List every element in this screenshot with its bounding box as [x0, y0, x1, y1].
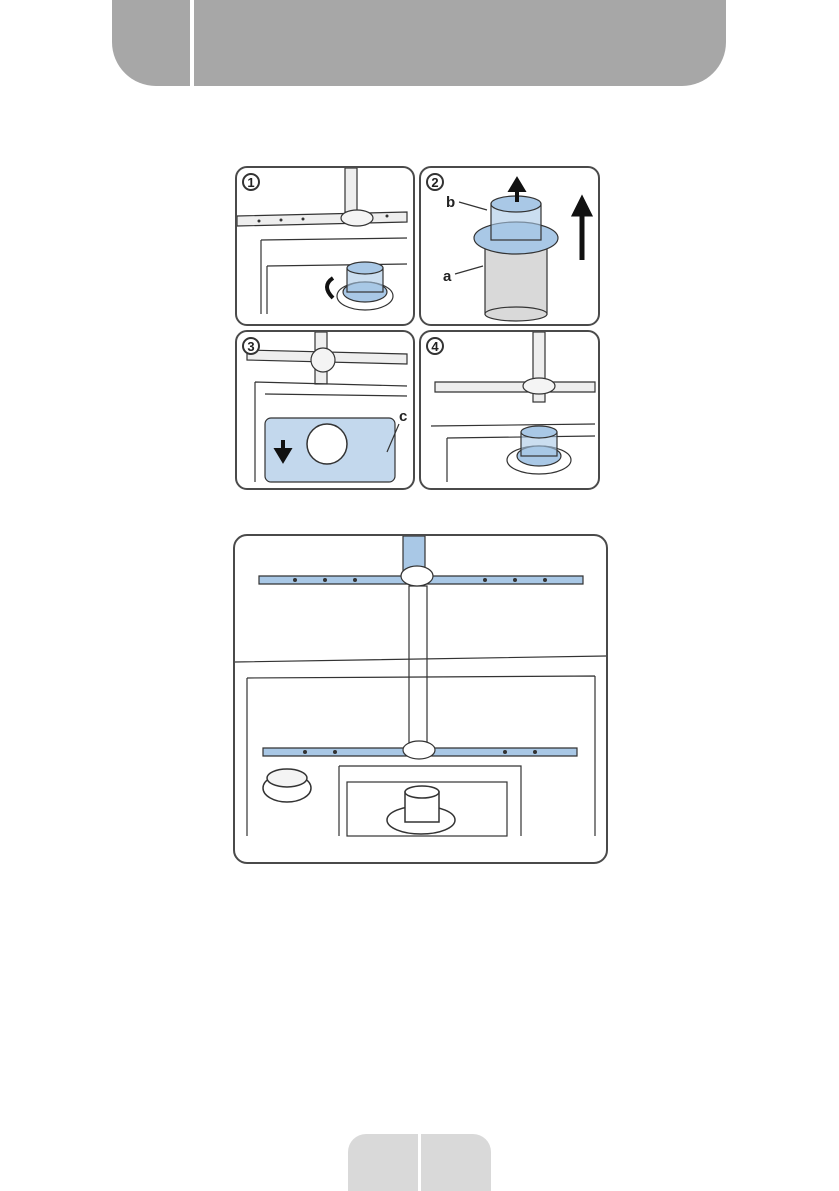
step-2-panel: 2 b a [419, 166, 600, 326]
step-3-panel: 3 c [235, 330, 415, 490]
step-4-panel: 4 [419, 330, 600, 490]
callout-c: c [399, 408, 407, 425]
step-3-illustration [237, 332, 413, 488]
callout-a: a [443, 268, 451, 285]
step-1-panel: 1 [235, 166, 415, 326]
spray-arm-panel [233, 534, 608, 864]
step-4-illustration [421, 332, 598, 488]
step-2-illustration [421, 168, 598, 324]
step-number: 4 [426, 337, 444, 355]
header-bar [112, 0, 726, 86]
arrow-up-icon [575, 200, 589, 260]
step-number: 1 [242, 173, 260, 191]
spray-arm-illustration [235, 536, 606, 862]
step-1-illustration [237, 168, 413, 324]
footer-tab-left [348, 1134, 418, 1191]
header-divider [190, 0, 194, 86]
rotate-arrow-icon [327, 278, 333, 298]
step-number: 3 [242, 337, 260, 355]
step-number: 2 [426, 173, 444, 191]
footer-tab-right [421, 1134, 491, 1191]
callout-b: b [446, 194, 455, 211]
